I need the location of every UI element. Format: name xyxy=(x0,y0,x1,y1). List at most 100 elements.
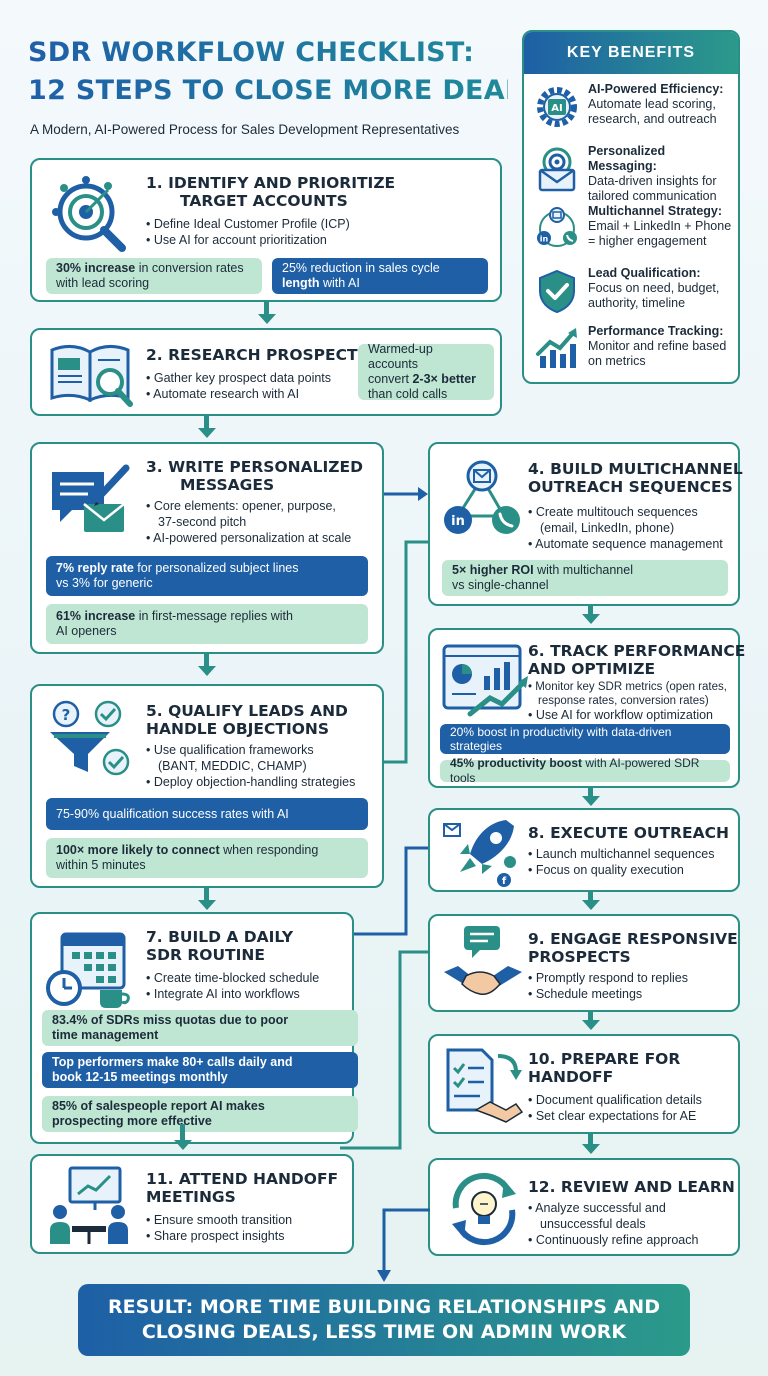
stat-bold: 45% productivity boost xyxy=(450,756,583,770)
step-3-card: 3. WRITE PERSONALIZED MESSAGES • Core el… xyxy=(30,442,384,654)
benefit-multichannel: in Multichannel Strategy:Email + LinkedI… xyxy=(532,204,736,254)
stat-text: with AI-powered SDR tools xyxy=(450,756,700,785)
stat-text: in conversion rates xyxy=(135,261,244,275)
stat-text: when responding xyxy=(219,843,319,857)
step-4-title-line-2: OUTREACH SEQUENCES xyxy=(528,478,733,496)
growth-chart-icon xyxy=(532,324,582,374)
bullet: • Focus on quality execution xyxy=(528,863,684,877)
step-4-card: in 4. BUILD MULTICHANNEL OUTREACH SEQUEN… xyxy=(428,442,743,606)
bullet: • Continuously refine approach xyxy=(528,1233,699,1247)
bullet: • Use AI for workflow optimization xyxy=(528,708,713,722)
funnel-check-icon: ? xyxy=(44,698,134,782)
stat-bold: length xyxy=(282,276,320,290)
handshake-chat-icon xyxy=(440,922,526,1008)
step-12-card: 12. REVIEW AND LEARN • Analyze successfu… xyxy=(428,1158,740,1256)
connector xyxy=(204,654,209,668)
step-12-bullets: • Analyze successful and unsuccessful de… xyxy=(528,1200,698,1248)
step-8-title: 8. EXECUTE OUTREACH xyxy=(528,824,729,842)
stat-text: time management xyxy=(52,1028,159,1042)
stat-bold: 30% increase xyxy=(56,261,136,275)
connector xyxy=(588,788,593,798)
step-10-title-line-1: 10. PREPARE FOR xyxy=(528,1050,681,1068)
bullet: • Monitor key SDR metrics (open rates, xyxy=(528,681,727,693)
arrow-down xyxy=(258,314,276,324)
bullet-continued: (BANT, MEDDIC, CHAMP) xyxy=(158,759,307,773)
step-5-bullets: • Use qualification frameworks (BANT, ME… xyxy=(146,742,355,790)
step-5-title-line-2: HANDLE OBJECTIONS xyxy=(146,720,330,738)
result-banner: RESULT: MORE TIME BUILDING RELATIONSHIPS… xyxy=(78,1284,690,1356)
step-5-title-line-1: 5. QUALIFY LEADS AND xyxy=(146,702,348,720)
step-2-bullets: • Gather key prospect data points • Auto… xyxy=(146,370,331,402)
arrow-down xyxy=(582,900,600,910)
svg-text:in: in xyxy=(451,514,465,529)
title-line-2: 12 STEPS TO CLOSE MORE DEALS xyxy=(28,75,543,106)
calendar-clock-icon xyxy=(44,926,136,1012)
stat-bold: 5× higher ROI xyxy=(452,563,534,577)
step-12-title: 12. REVIEW AND LEARN xyxy=(528,1178,735,1196)
stat-text: AI openers xyxy=(56,624,117,638)
bullet: • Gather key prospect data points xyxy=(146,371,332,385)
step-11-title-line-2: MEETINGS xyxy=(146,1188,236,1206)
step-10-title: 10. PREPARE FOR HANDOFF xyxy=(528,1050,680,1086)
stat-text: Top performers make 80+ calls daily and xyxy=(52,1055,293,1069)
benefit-title: Multichannel Strategy: xyxy=(588,204,723,218)
benefit-title: Lead Qualification: xyxy=(588,266,701,280)
document-handoff-icon xyxy=(440,1046,526,1126)
stat-text: 25% reduction in sales cycle xyxy=(282,261,440,275)
benefit-text: Data-driven insights for tailored commun… xyxy=(588,174,717,203)
step-2-card: 2. RESEARCH PROSPECTS • Gather key prosp… xyxy=(30,328,502,416)
svg-text:AI: AI xyxy=(551,103,562,114)
step-1-title-line-2: TARGET ACCOUNTS xyxy=(180,192,348,210)
bullet-continued: 37-second pitch xyxy=(158,515,247,529)
benefit-title: Personalized Messaging: xyxy=(588,144,666,173)
step-4-title-line-1: 4. BUILD MULTICHANNEL xyxy=(528,460,743,478)
step-7-bullets: • Create time-blocked schedule • Integra… xyxy=(146,970,319,1002)
ai-gear-icon: AI xyxy=(532,82,582,132)
stat-text: Warmed-up accounts xyxy=(368,342,433,371)
bullet: • Core elements: opener, purpose, xyxy=(146,499,336,513)
step-7-title: 7. BUILD A DAILY SDR ROUTINE xyxy=(146,928,293,964)
bullet: • Schedule meetings xyxy=(528,987,643,1001)
connector-9-to-11 xyxy=(340,950,428,1150)
step-3-stat-reply: 7% reply rate for personalized subject l… xyxy=(46,556,368,596)
step-6-stat-productivity: 20% boost in productivity with data-driv… xyxy=(440,724,730,754)
stat-text: for personalized subject lines xyxy=(133,561,299,575)
step-5-title: 5. QUALIFY LEADS AND HANDLE OBJECTIONS xyxy=(146,702,348,738)
svg-text:f: f xyxy=(502,876,507,887)
page-title: SDR WORKFLOW CHECKLIST: 12 STEPS TO CLOS… xyxy=(28,34,508,110)
arrow-down xyxy=(582,796,600,806)
step-5-card: ? 5. QUALIFY LEADS AND HANDLE OBJECTIONS… xyxy=(30,684,384,888)
bullet: • Define Ideal Customer Profile (ICP) xyxy=(146,217,350,231)
message-pencil-icon xyxy=(46,458,136,542)
step-7-card: 7. BUILD A DAILY SDR ROUTINE • Create ti… xyxy=(30,912,358,1144)
benefit-title: Performance Tracking: xyxy=(588,324,724,338)
arrow-down xyxy=(582,1144,600,1154)
bullet: • Integrate AI into workflows xyxy=(146,987,300,1001)
step-9-bullets: • Promptly respond to replies • Schedule… xyxy=(528,970,688,1002)
stat-text: 20% boost in productivity with data-driv… xyxy=(450,725,672,739)
bullet: • Analyze successful and xyxy=(528,1201,666,1215)
page-subtitle: A Modern, AI-Powered Process for Sales D… xyxy=(30,122,460,137)
title-line-1: SDR WORKFLOW CHECKLIST: xyxy=(28,37,475,68)
benefit-personalized-messaging: Personalized Messaging:Data-driven insig… xyxy=(532,144,736,204)
stat-text: with multichannel xyxy=(533,563,633,577)
stat-bold: 61% increase xyxy=(56,609,136,623)
step-11-title: 11. ATTEND HANDOFF MEETINGS xyxy=(146,1170,338,1206)
step-1-title-line-1: 1. IDENTIFY AND PRIORITIZE xyxy=(146,174,396,192)
multichannel-network-icon: in xyxy=(440,458,526,544)
bullet: • Set clear expectations for AE xyxy=(528,1109,697,1123)
lightbulb-cycle-icon xyxy=(442,1168,526,1250)
step-4-title: 4. BUILD MULTICHANNEL OUTREACH SEQUENCES xyxy=(528,460,743,496)
step-4-bullets: • Create multitouch sequences (email, Li… xyxy=(528,504,723,552)
bullet: • Ensure smooth transition xyxy=(146,1213,293,1227)
benefit-performance-tracking: Performance Tracking:Monitor and refine … xyxy=(532,324,736,374)
stat-text: strategies xyxy=(450,739,503,753)
step-2-title: 2. RESEARCH PROSPECTS xyxy=(146,346,369,364)
step-8-card: f 8. EXECUTE OUTREACH • Launch multichan… xyxy=(428,808,740,892)
connector xyxy=(180,1124,185,1140)
step-5-stat-connect: 100× more likely to connect when respond… xyxy=(46,838,368,878)
